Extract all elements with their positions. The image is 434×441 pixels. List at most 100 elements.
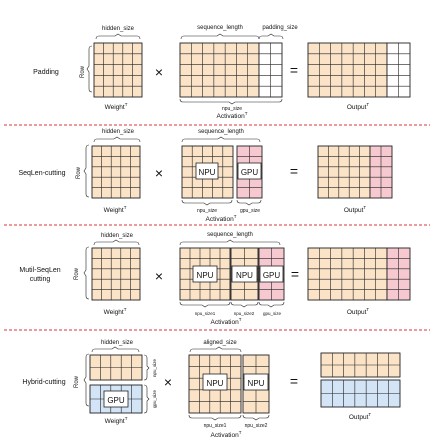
gpu-tag-box	[237, 162, 262, 180]
hidden-size-brace	[95, 33, 141, 40]
gpu-size-side-brace	[143, 384, 150, 414]
activation-label: ActivationT	[206, 214, 237, 223]
section-padding: Padding Row hidden_size WeightT × sequen…	[33, 25, 411, 120]
npu-size-side-brace	[143, 354, 150, 381]
npu-size1-label: npu_size1	[204, 423, 227, 429]
section-title-line1: Mutil-SeqLen	[19, 267, 60, 274]
gpu-tag: GPU	[241, 168, 259, 177]
section-title: SeqLen-cutting	[18, 170, 65, 177]
output-gpu-matrix	[320, 379, 401, 408]
npu-size2-label: npu_size2	[245, 423, 268, 429]
matrix-body	[179, 42, 260, 98]
npu-tag-box-1	[202, 373, 228, 391]
npu-tag-box-2	[243, 373, 269, 391]
npu-size1-brace	[188, 414, 242, 421]
matrix-body	[93, 42, 143, 98]
section-title: Padding	[33, 69, 59, 76]
sequence-length-brace	[179, 239, 281, 246]
weight-npu-block	[89, 354, 143, 381]
output-label: OutputT	[344, 205, 367, 214]
output-gpu-matrix	[369, 145, 393, 199]
output-padding-matrix	[386, 42, 411, 98]
sequence-length-label: sequence_length	[198, 129, 244, 135]
hidden-size-label: hidden_size	[102, 129, 135, 135]
activation-label: ActivationT	[211, 430, 242, 439]
padding-size-label: padding_size	[262, 25, 298, 31]
gpu-size-brace	[258, 301, 285, 308]
section-title: Hybrid-cutting	[22, 379, 65, 386]
hidden-size-brace	[93, 239, 140, 246]
activation-label: ActivationT	[217, 111, 248, 120]
output-matrix	[307, 42, 388, 98]
hidden-size-brace	[93, 136, 141, 143]
weight-matrix	[91, 247, 141, 301]
gpu-size-label: gpu_size	[152, 389, 157, 408]
npu-tag-1: NPU	[207, 379, 224, 388]
row-brace	[83, 353, 90, 407]
npu-size1-label: npu_size1	[195, 311, 216, 316]
multiply-sign: ×	[155, 165, 163, 181]
npu-size-label: npu_size	[222, 106, 242, 112]
row-brace	[86, 45, 93, 93]
sequence-length-label: sequence_length	[197, 25, 243, 31]
row-label: Row	[74, 375, 80, 388]
weight-matrix	[91, 145, 141, 199]
matrix-body	[307, 247, 388, 301]
gpu-tag: GPU	[263, 271, 281, 280]
section-multi-seqlen-cutting: Mutil-SeqLen cutting Row hidden_size Wei…	[19, 232, 411, 326]
matrix-body	[188, 354, 242, 414]
npu-activation-block-1	[188, 354, 242, 414]
multiply-sign: ×	[155, 268, 163, 284]
weight-label: WeightT	[104, 307, 127, 316]
output-gpu-matrix	[386, 247, 411, 301]
npu-size1-brace	[179, 301, 231, 308]
weight-matrix	[93, 42, 143, 98]
npu-size-brace	[181, 199, 233, 206]
row-label: Row	[80, 65, 86, 78]
npu-tag: NPU	[199, 168, 216, 177]
matrix-body	[91, 247, 141, 301]
weight-label: WeightT	[105, 416, 128, 425]
output-label: OutputT	[347, 102, 370, 111]
gpu-size-brace	[236, 199, 262, 206]
npu-size-label: npu_size	[152, 358, 157, 377]
row-brace	[83, 246, 90, 300]
weight-label: WeightT	[105, 102, 128, 111]
sequence-length-brace	[180, 33, 260, 40]
npu-tag-1: NPU	[197, 271, 214, 280]
npu-tag-box-1	[192, 265, 218, 283]
section-title-line2: cutting	[30, 276, 51, 283]
activation-matrix	[179, 42, 260, 98]
gpu-tag: GPU	[107, 396, 125, 405]
npu-size2-brace	[230, 301, 259, 308]
section-seqlen-cutting: SeqLen-cutting Row hidden_size WeightT ×…	[18, 129, 393, 223]
weight-label: WeightT	[104, 205, 127, 214]
row-label: Row	[74, 267, 80, 280]
multiply-sign: ×	[155, 64, 163, 80]
npu-size-brace	[179, 98, 283, 105]
output-label: OutputT	[349, 412, 372, 421]
npu-tag-2: NPU	[248, 379, 265, 388]
npu-tag-box	[195, 162, 219, 180]
hidden-size-label: hidden_size	[101, 340, 134, 346]
gpu-tag-box	[259, 265, 284, 283]
hidden-size-label: hidden_size	[102, 26, 135, 32]
output-label: OutputT	[347, 307, 370, 316]
gpu-tag-box	[103, 390, 129, 408]
npu-size2-brace	[242, 414, 270, 421]
equals-sign: =	[290, 163, 298, 179]
multiply-sign: ×	[164, 374, 172, 390]
hidden-size-brace	[91, 346, 140, 353]
npu-tag-box-2	[231, 265, 258, 283]
padding-size-brace	[258, 33, 284, 40]
gpu-size-label: gpu_size	[263, 311, 282, 316]
matrix-body	[307, 42, 388, 98]
row-brace	[83, 144, 90, 198]
matrix-body	[91, 145, 141, 199]
equals-sign: =	[290, 62, 298, 78]
npu-size-label: npu_size	[197, 208, 217, 214]
equals-sign: =	[290, 373, 298, 389]
matrix-body	[317, 145, 371, 199]
aligned-size-brace	[189, 346, 242, 353]
hidden-size-label: hidden_size	[101, 233, 134, 239]
